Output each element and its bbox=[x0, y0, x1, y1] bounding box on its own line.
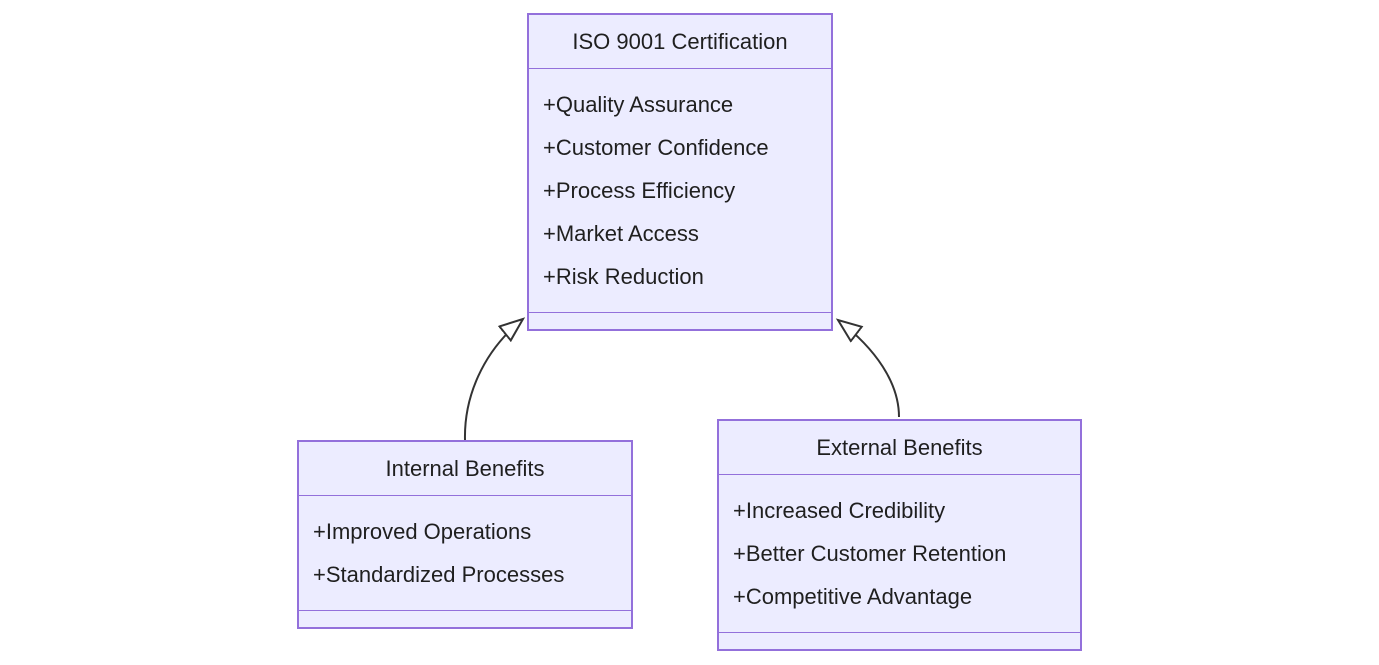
inheritance-arrow-external bbox=[838, 320, 900, 418]
class-attributes-compartment: +Increased Credibility +Better Customer … bbox=[719, 475, 1080, 633]
inheritance-arrow-internal bbox=[463, 319, 523, 441]
class-attribute: +Better Customer Retention bbox=[733, 540, 1007, 566]
class-attribute: +Process Efficiency bbox=[543, 177, 736, 203]
class-attribute: +Risk Reduction bbox=[543, 263, 704, 289]
class-methods-compartment-empty bbox=[529, 313, 831, 329]
class-methods-compartment-empty bbox=[719, 633, 1080, 649]
class-attribute: +Competitive Advantage bbox=[733, 583, 973, 609]
class-box-iso-9001-certification: ISO 9001 Certification +Quality Assuranc… bbox=[527, 13, 833, 331]
class-attribute: +Standardized Processes bbox=[313, 561, 565, 587]
class-title: External Benefits bbox=[719, 421, 1080, 475]
class-attributes-compartment: +Quality Assurance +Customer Confidence … bbox=[529, 69, 831, 313]
class-attribute: +Increased Credibility bbox=[733, 497, 946, 523]
class-attributes-compartment: +Improved Operations +Standardized Proce… bbox=[299, 496, 631, 611]
class-methods-compartment-empty bbox=[299, 611, 631, 627]
class-box-external-benefits: External Benefits +Increased Credibility… bbox=[717, 419, 1082, 651]
class-attribute: +Market Access bbox=[543, 220, 699, 246]
class-attribute: +Improved Operations bbox=[313, 518, 532, 544]
class-attribute: +Quality Assurance bbox=[543, 91, 734, 117]
class-title: ISO 9001 Certification bbox=[529, 15, 831, 69]
class-box-internal-benefits: Internal Benefits +Improved Operations +… bbox=[297, 440, 633, 629]
class-title: Internal Benefits bbox=[299, 442, 631, 496]
class-attribute: +Customer Confidence bbox=[543, 134, 769, 160]
